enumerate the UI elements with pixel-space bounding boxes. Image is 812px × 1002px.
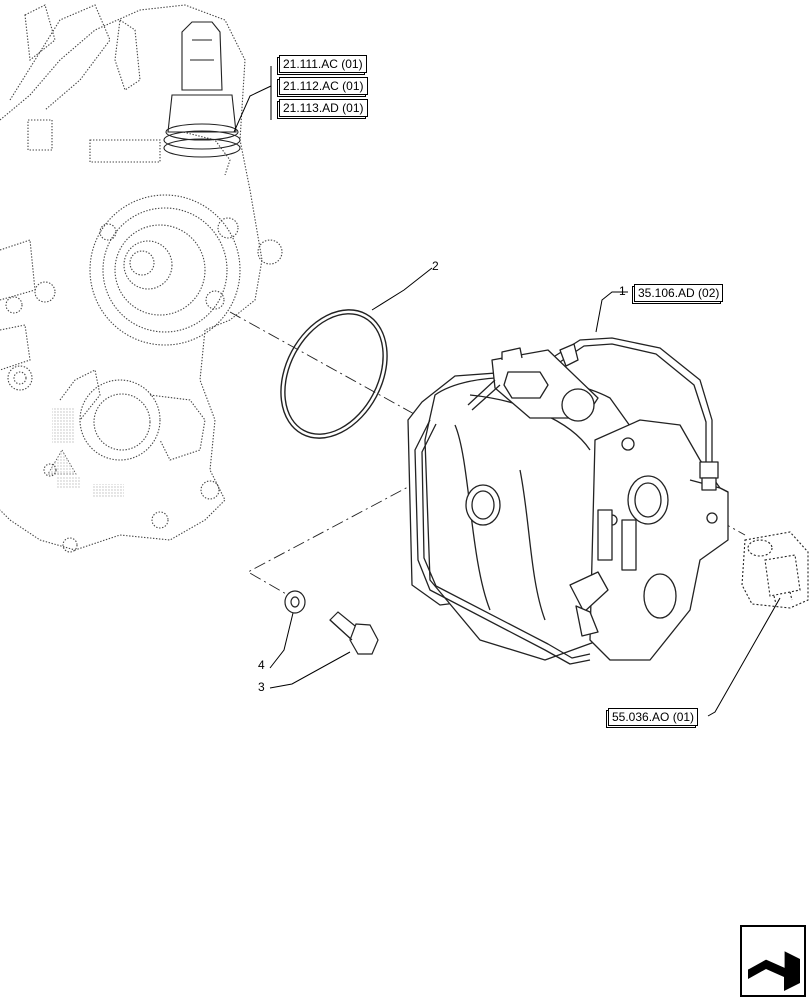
housing-decals xyxy=(47,408,124,498)
callout-item-4: 4 xyxy=(258,658,265,672)
callout-item-3: 3 xyxy=(258,680,265,694)
reference-link-21-112-ac[interactable]: 21.112.AC (01) xyxy=(279,77,368,95)
speed-sensor-part xyxy=(741,531,809,609)
reference-link-35-106-ad[interactable]: 35.106.AD (02) xyxy=(634,284,724,302)
transmission-housing xyxy=(0,4,283,553)
hydraulic-pump-part xyxy=(407,337,729,665)
leader-lines xyxy=(233,66,781,717)
reference-link-21-113-ad[interactable]: 21.113.AD (01) xyxy=(279,99,368,117)
callout-item-2: 2 xyxy=(432,259,439,273)
reference-link-21-111-ac[interactable]: 21.111.AC (01) xyxy=(279,55,367,73)
next-page-arrow-icon[interactable] xyxy=(740,925,806,997)
callout-item-1: 1 xyxy=(619,284,626,298)
washer-part xyxy=(284,590,306,614)
bolt-part xyxy=(329,611,379,655)
reference-link-55-036-ao[interactable]: 55.036.AO (01) xyxy=(608,708,699,726)
housing-shaft xyxy=(163,21,241,158)
o-ring-part xyxy=(280,309,388,439)
